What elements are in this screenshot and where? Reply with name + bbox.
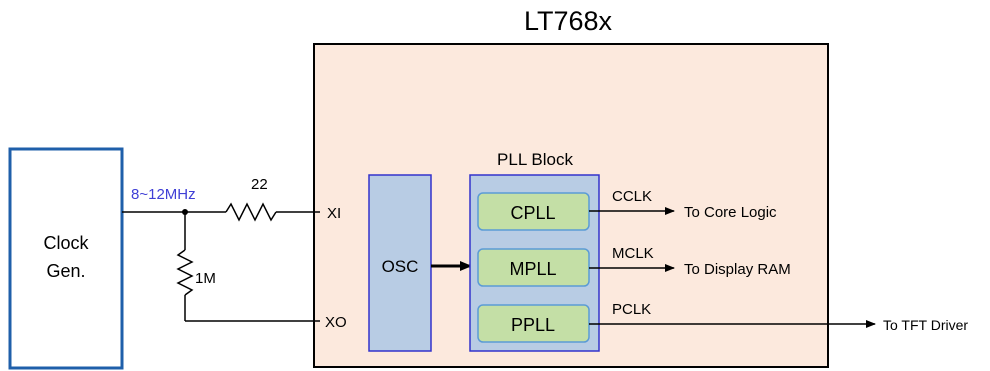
ppll-label: PPLL [511, 315, 555, 335]
mclk-label: MCLK [612, 245, 654, 262]
pin-xo-label: XO [325, 314, 347, 331]
chip-title: LT768x [524, 6, 613, 36]
pll-block-title: PLL Block [497, 150, 573, 169]
clock-gen-label-line2: Gen. [46, 261, 85, 281]
frequency-label: 8~12MHz [131, 186, 196, 203]
mclk-destination: To Display RAM [684, 261, 791, 278]
clock-gen-box [8, 147, 124, 370]
osc-label: OSC [382, 257, 419, 276]
clock-gen-label-line1: Clock [43, 233, 89, 253]
osc-block [368, 174, 432, 352]
mpll-label: MPLL [509, 259, 556, 279]
xi-wire [122, 202, 320, 222]
series-resistor-value: 22 [251, 176, 268, 193]
pclk-destination: To TFT Driver [883, 317, 968, 333]
cpll-label: CPLL [510, 203, 555, 223]
feedback-resistor-value: 1M [195, 270, 216, 287]
cclk-label: CCLK [612, 188, 652, 205]
pclk-label: PCLK [612, 301, 651, 318]
pin-xi-label: XI [327, 205, 341, 222]
cclk-destination: To Core Logic [684, 204, 777, 221]
feedback-resistor [176, 212, 320, 322]
